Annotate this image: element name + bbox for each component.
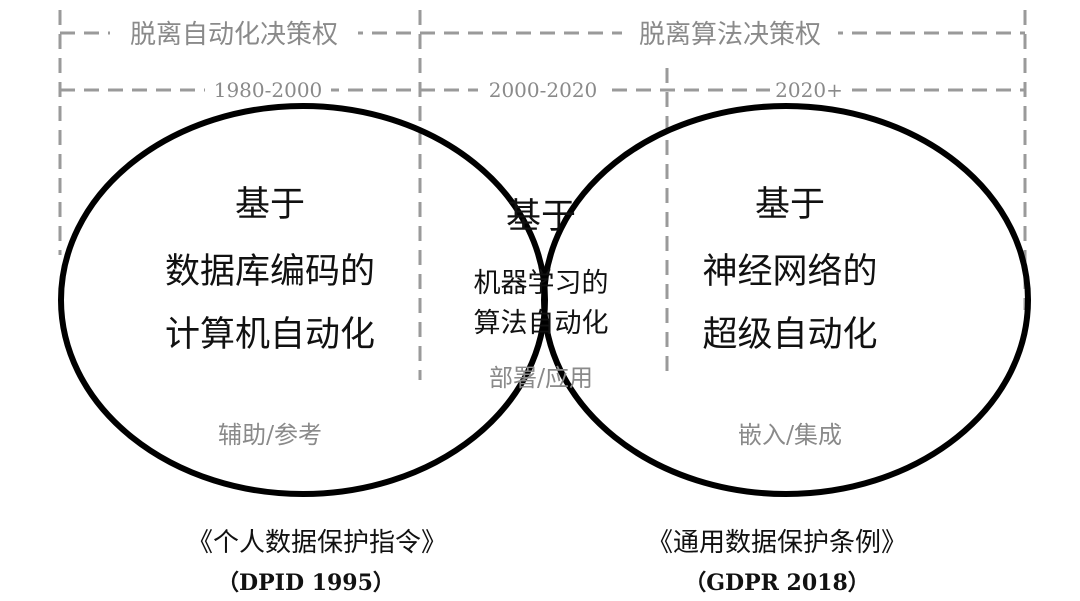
- left-line1: 基于: [235, 185, 305, 225]
- right-ellipse: [541, 103, 1031, 497]
- right-line3: 超级自动化: [702, 315, 877, 355]
- era-2000-2020: 2000-2020: [489, 78, 598, 102]
- era-1980-2000: 1980-2000: [214, 78, 323, 102]
- middle-line3: 算法自动化: [474, 308, 609, 339]
- header-right: 脱离算法决策权: [639, 20, 821, 50]
- left-line3: 计算机自动化: [165, 315, 375, 355]
- header-left: 脱离自动化决策权: [130, 20, 338, 50]
- label-backgrounds: [110, 14, 848, 104]
- era-2020-plus: 2020+: [775, 78, 843, 102]
- middle-line2: 机器学习的: [474, 268, 609, 299]
- law-left-title: 《个人数据保护指令》: [187, 528, 447, 558]
- middle-line1: 基于: [506, 197, 576, 237]
- middle-mode: 部署/应用: [489, 364, 593, 392]
- right-line2: 神经网络的: [702, 252, 877, 292]
- left-line2: 数据库编码的: [165, 252, 375, 292]
- law-right-title: 《通用数据保护条例》: [647, 528, 907, 558]
- right-line1: 基于: [755, 185, 825, 225]
- left-mode: 辅助/参考: [218, 421, 322, 449]
- circles: [58, 103, 1031, 497]
- law-left-code: （DPID 1995）: [217, 570, 395, 596]
- right-mode: 嵌入/集成: [738, 421, 842, 449]
- law-right-code: （GDPR 2018）: [684, 570, 870, 596]
